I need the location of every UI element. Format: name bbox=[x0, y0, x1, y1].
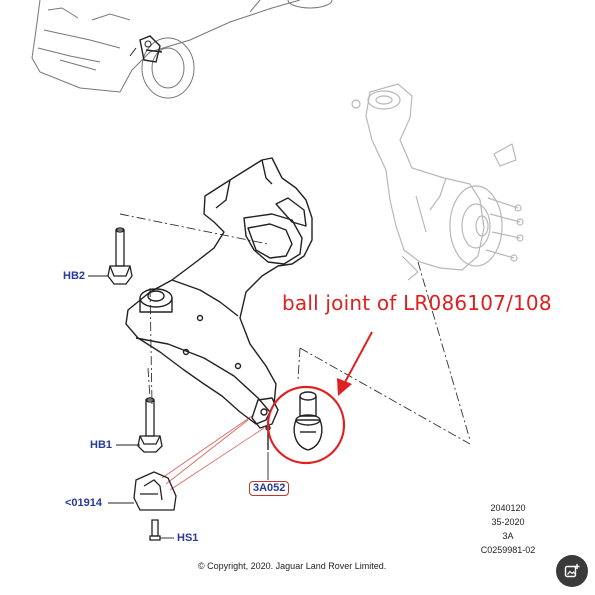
reference-line-3: 3A bbox=[502, 531, 514, 541]
reference-block: 2040120 35-2020 3A C0259981-02 bbox=[478, 501, 538, 557]
ball-joint bbox=[293, 391, 323, 451]
reference-line-2: 35-2020 bbox=[491, 517, 525, 527]
ball-joint-highlight bbox=[266, 331, 373, 465]
assembly-dashlines bbox=[119, 213, 471, 445]
screw-hs1 bbox=[149, 519, 161, 541]
callout-leaders bbox=[88, 275, 269, 539]
copyright-text: © Copyright, 2020. Jaguar Land Rover Lim… bbox=[198, 561, 387, 571]
callout-bracket-01914: <01914 bbox=[65, 497, 103, 509]
add-image-button[interactable] bbox=[556, 555, 588, 587]
lower-control-arm bbox=[125, 157, 313, 450]
callout-hb2: HB2 bbox=[63, 270, 86, 282]
callout-hs1: HS1 bbox=[177, 532, 199, 544]
vehicle-illustration bbox=[31, 0, 333, 99]
steering-knuckle bbox=[351, 83, 524, 281]
callout-part-3a052: 3A052 bbox=[249, 481, 290, 496]
highlight-leaders bbox=[161, 415, 265, 491]
bolt-hb2 bbox=[107, 227, 133, 285]
bolt-hb1 bbox=[137, 397, 163, 453]
ball-joint-annotation: ball joint of LR086107/108 bbox=[282, 291, 552, 315]
bracket-01914 bbox=[133, 471, 177, 511]
add-image-icon bbox=[564, 564, 580, 578]
callout-hb1: HB1 bbox=[90, 439, 113, 451]
reference-line-4: C0259981-02 bbox=[480, 545, 536, 555]
reference-line-1: 2040120 bbox=[490, 503, 526, 513]
